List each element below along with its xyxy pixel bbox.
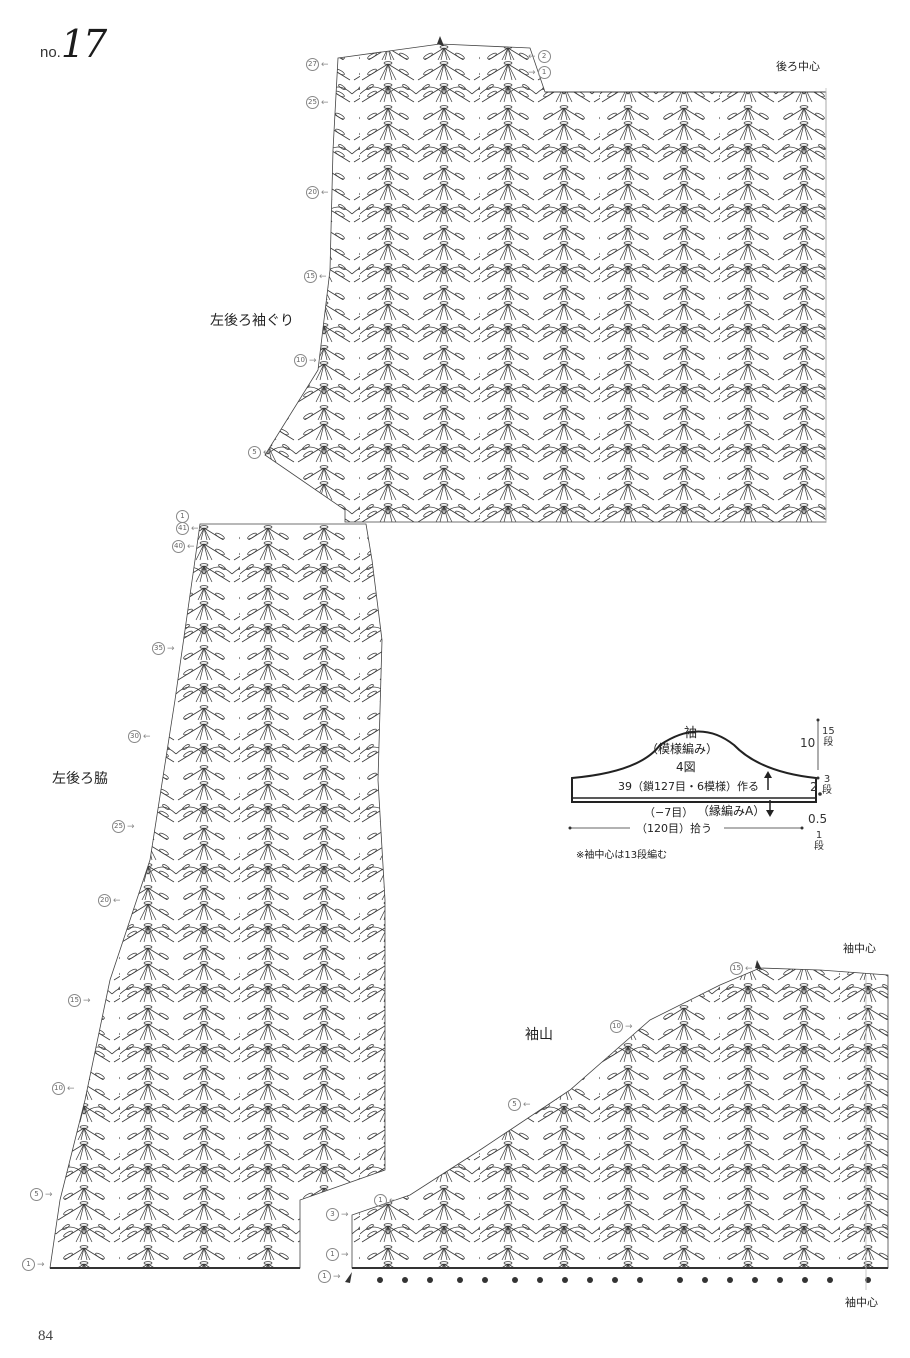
row-marker: 5← [248, 446, 271, 459]
row-marker: →1 [528, 66, 551, 79]
row-marker: 41← [176, 522, 199, 535]
back-center-label: 後ろ中心 [776, 60, 820, 73]
row-marker: 20← [98, 894, 121, 907]
row-marker: 5← [508, 1098, 531, 1111]
row-marker: 30← [128, 730, 151, 743]
row-marker: 15← [304, 270, 327, 283]
sleeve-cap-section-label: 袖山 [525, 1027, 553, 1043]
row-marker: 10→ [294, 354, 317, 367]
row-marker: 15→ [68, 994, 91, 1007]
sleeve-foundation: 39（鎖127目・6模様）作る [618, 780, 759, 793]
row-marker: 40← [172, 540, 195, 553]
row-marker: 35→ [152, 642, 175, 655]
side-section-label: 左後ろ脇 [52, 771, 108, 787]
sleeve-figure: 4図 [676, 760, 696, 774]
row-marker: 1→ [22, 1258, 45, 1271]
dim-value: 2 [810, 780, 818, 794]
dim-value: 0.5 [808, 812, 828, 826]
row-marker: 3→ [326, 1208, 349, 1221]
sleeve-decrease: （−7目） [644, 806, 694, 819]
sleeve-title: 袖 [684, 726, 698, 741]
armhole-section-label: 左後ろ袖ぐり [210, 313, 294, 329]
sleeve-schematic-shape [571, 730, 817, 803]
row-marker: 15← [730, 962, 753, 975]
row-marker: 1← [374, 1194, 397, 1207]
row-marker: 20← [306, 186, 329, 199]
row-marker: 10← [52, 1082, 75, 1095]
row-marker: 5→ [30, 1188, 53, 1201]
row-marker: ←2 [528, 50, 551, 63]
dim-value: 10 [800, 736, 816, 750]
pattern-number: no.17 [40, 22, 107, 66]
sleeve-center-label-bottom: 袖中心 [845, 1296, 878, 1309]
pattern-number-value: 17 [60, 22, 107, 66]
sleeve-cap-chart-area [351, 967, 889, 1269]
sleeve-pickup: （120目）拾う [636, 822, 712, 835]
sleeve-center-label-top: 袖中心 [843, 942, 876, 955]
sleeve-edging: （縁編みA） [697, 804, 766, 818]
row-marker: 10→ [610, 1020, 633, 1033]
armhole-chart-area [264, 43, 827, 523]
row-marker: 1→ [318, 1270, 341, 1283]
sleeve-note: ※袖中心は13段編む [576, 850, 668, 861]
sleeve-subtitle: （模様編み） [646, 742, 719, 756]
row-marker: 25← [306, 96, 329, 109]
edging-picots [377, 1277, 871, 1283]
pattern-number-prefix: no. [40, 44, 61, 61]
row-marker: 27← [306, 58, 329, 71]
row-marker: 1→ [326, 1248, 349, 1261]
row-marker: 25→ [112, 820, 135, 833]
page-number: 84 [38, 1328, 53, 1344]
